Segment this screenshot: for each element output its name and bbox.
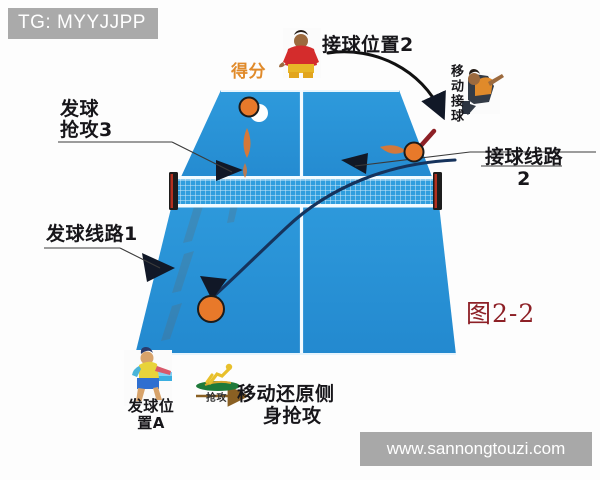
arrow-ball-drop	[200, 276, 227, 300]
label-restore-line1: 移动还原侧	[237, 383, 335, 406]
label-serve-attack: 发球 抢攻3	[60, 98, 113, 142]
label-restore-attack: 移动还原侧 身抢攻	[237, 363, 335, 448]
watermark-bottom-url: www.sannongtouzi.com	[360, 432, 592, 466]
label-score: 得分	[231, 62, 266, 82]
arrow-receive-line-2	[341, 153, 368, 174]
arrow-move-receive	[326, 50, 446, 121]
player-lunge-icon	[462, 69, 504, 115]
label-serve-line: 发球线路1	[46, 223, 138, 245]
label-serve-position: 发球位 置A	[127, 397, 175, 432]
figure-caption: 图2-2	[466, 299, 536, 328]
table-far-half	[175, 90, 437, 190]
watermark-top-tag: TG: MYYJJPP	[8, 8, 158, 39]
table-shadows	[161, 196, 240, 341]
net-icon	[169, 172, 442, 210]
player-yellow-icon	[124, 347, 172, 406]
player-red-icon	[279, 28, 321, 78]
label-receive-line: 接球线路 2	[485, 126, 563, 211]
label-restore-line2: 身抢攻	[263, 404, 322, 427]
label-qiangong: 抢攻	[206, 393, 227, 404]
runner-icon	[196, 363, 240, 391]
ball-score-far	[238, 96, 268, 122]
label-receive-line-number: 2	[517, 167, 531, 190]
serve-trajectory-path	[212, 158, 457, 298]
ball-hit-right	[403, 141, 425, 163]
ball-bounce-near	[197, 295, 225, 323]
label-receive-position: 接球位置2	[322, 34, 414, 56]
label-move-receive: 移动接球	[448, 64, 463, 124]
table-near-half	[135, 196, 456, 355]
ball-trace-marks	[243, 128, 406, 178]
label-receive-line-text: 接球线路	[485, 146, 564, 169]
